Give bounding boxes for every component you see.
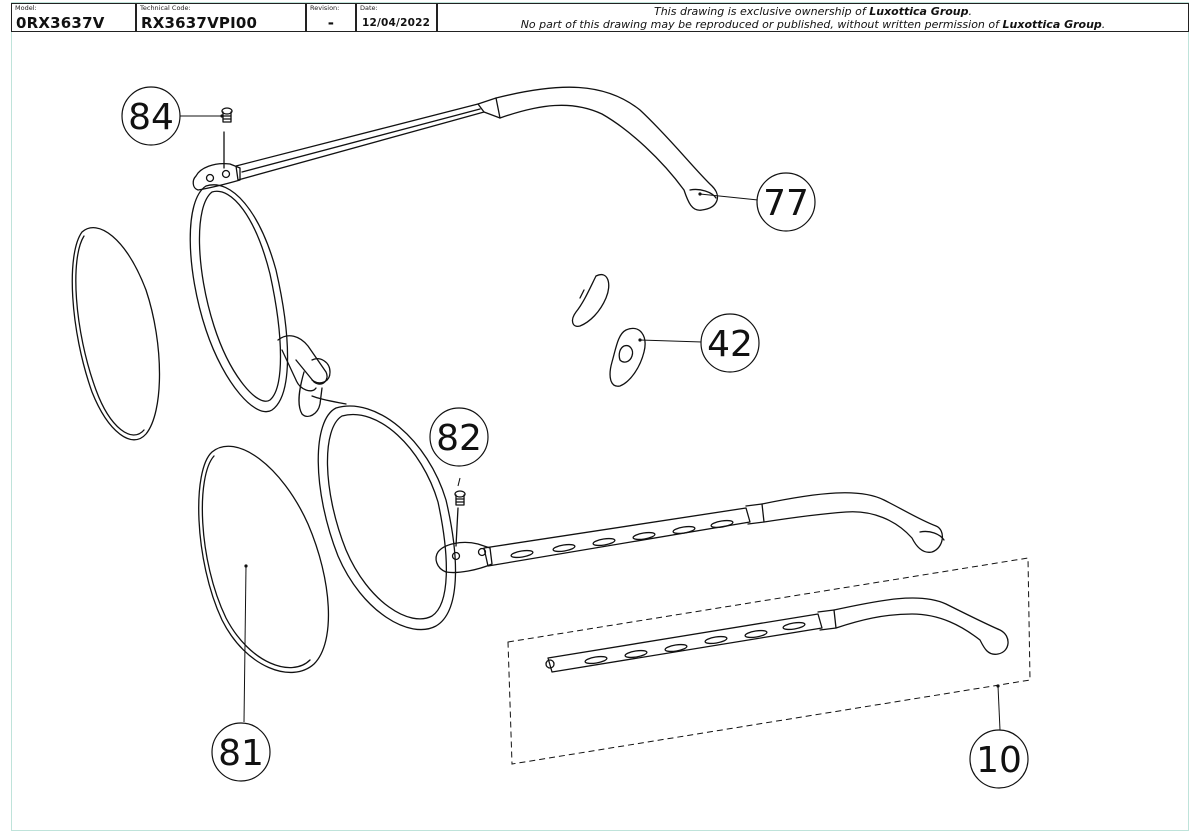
- callout-82: 82: [429, 407, 489, 467]
- upper-hinge: [192, 131, 241, 191]
- revision-cell: Revision: -: [306, 3, 356, 32]
- spare-part-box: [507, 557, 1031, 765]
- front-rim-left: [189, 184, 289, 413]
- date-value: 12/04/2022: [362, 17, 431, 29]
- model-value: 0RX3637V: [16, 14, 105, 32]
- screw-82: [454, 490, 466, 547]
- leader-lines: [180, 115, 1001, 731]
- callout-81-label: 81: [218, 733, 264, 774]
- callout-82-label: 82: [436, 418, 482, 459]
- leader-dots: [220, 114, 1000, 688]
- callout-81: 81: [211, 722, 271, 782]
- sheet-border: [11, 2, 1189, 831]
- callout-77-label: 77: [763, 183, 809, 224]
- lens-left: [71, 227, 161, 441]
- front-rim-right: [317, 405, 457, 631]
- temple-spare: [545, 597, 1009, 673]
- callout-42: 42: [700, 313, 760, 373]
- callout-42-label: 42: [707, 324, 753, 365]
- callout-84: 84: [121, 86, 181, 146]
- ownership-notice: This drawing is exclusive ownership of L…: [437, 3, 1189, 32]
- model-label: Model:: [15, 4, 37, 12]
- model-cell: Model: 0RX3637V: [11, 3, 136, 32]
- lower-hinge: [435, 541, 493, 574]
- callout-10: 10: [969, 729, 1029, 789]
- revision-value: -: [327, 14, 335, 32]
- nose-pad-upper: [571, 274, 610, 327]
- date-cell: Date: 12/04/2022: [356, 3, 437, 32]
- lens-81: [198, 445, 330, 673]
- temple-lower: [483, 492, 945, 567]
- temple-upper: [235, 86, 719, 211]
- revision-label: Revision:: [310, 4, 340, 12]
- callout-84-label: 84: [128, 97, 174, 138]
- technical-code-label: Technical Code:: [140, 4, 191, 12]
- technical-code-cell: Technical Code: RX3637VPI00: [136, 3, 306, 32]
- notice-line-1: This drawing is exclusive ownership of L…: [653, 5, 973, 18]
- nose-pad-42: [609, 327, 646, 387]
- callout-77: 77: [756, 172, 816, 232]
- notice-line-2: No part of this drawing may be reproduce…: [520, 18, 1106, 31]
- technical-code-value: RX3637VPI00: [141, 14, 258, 32]
- callout-10-label: 10: [976, 740, 1022, 781]
- date-label: Date:: [360, 4, 378, 12]
- bridge: [277, 335, 347, 418]
- screw-84: [221, 107, 233, 123]
